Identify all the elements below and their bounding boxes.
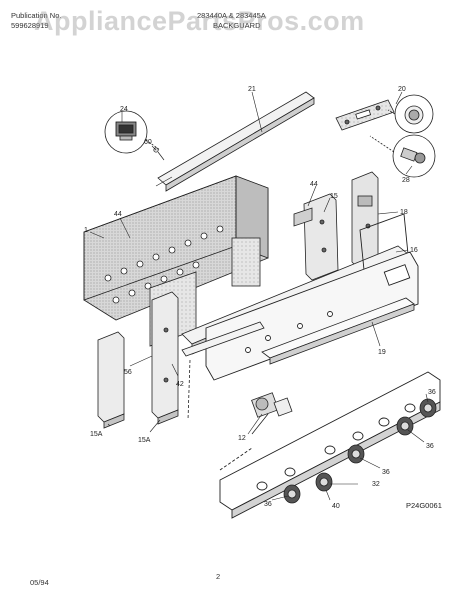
callout-36-top: 36	[428, 389, 436, 396]
watermark: AppliancePartsPros.com	[34, 6, 365, 36]
callout-21: 21	[248, 86, 256, 93]
callout-40: 40	[332, 503, 340, 510]
callout-12: 12	[238, 435, 246, 442]
figure-code: P24G0061	[406, 501, 442, 510]
callout-15a-center: 15A	[138, 437, 151, 444]
callout-numbers: 21 20 24 60 28 1 44 44 15 18 16 19 56 42…	[84, 86, 442, 510]
callout-42: 42	[176, 381, 184, 388]
callout-19: 19	[378, 349, 386, 356]
callout-20: 20	[398, 86, 406, 93]
callout-15a-left: 15A	[90, 431, 103, 438]
callout-44-left: 44	[114, 211, 122, 218]
part-lens-19	[261, 297, 415, 365]
callout-36-mid: 36	[382, 469, 390, 476]
part-end-cap-18	[351, 171, 379, 269]
part-lower-trim	[181, 321, 265, 421]
part-knob-28	[369, 134, 436, 178]
part-trim-strip	[155, 91, 315, 192]
callout-36-bottom: 36	[264, 501, 272, 508]
part-side-bracket-15	[293, 193, 339, 281]
part-knob-20	[387, 94, 434, 134]
callout-15: 15	[330, 193, 338, 200]
callout-28: 28	[402, 177, 410, 184]
callout-36-right: 36	[426, 443, 434, 450]
callout-32: 32	[372, 481, 380, 488]
callout-56: 56	[124, 369, 132, 376]
part-left-post-15a	[97, 331, 125, 429]
callout-18: 18	[400, 209, 408, 216]
page-number: 2	[216, 572, 221, 581]
leader-lines	[89, 91, 429, 501]
section-title: BACKGUARD	[213, 21, 261, 30]
callout-60: 60	[144, 139, 152, 146]
publication-number: 599628919	[11, 21, 49, 30]
part-control-panel	[205, 251, 419, 381]
callout-1: 1	[84, 227, 88, 234]
part-manifold-panel	[219, 371, 441, 519]
footer-date: 05/94	[30, 578, 49, 587]
model-numbers: 283440A & 283445A	[197, 11, 266, 20]
part-switch-12	[251, 392, 293, 435]
publication-label: Publication No.	[11, 11, 62, 20]
part-clock-board	[335, 99, 395, 131]
part-backguard-panel	[83, 175, 269, 347]
callout-24: 24	[120, 106, 128, 113]
callout-44-right: 44	[310, 181, 318, 188]
part-center-post-15a	[151, 291, 179, 425]
callout-16: 16	[410, 247, 418, 254]
part-switch-callout	[104, 110, 161, 154]
